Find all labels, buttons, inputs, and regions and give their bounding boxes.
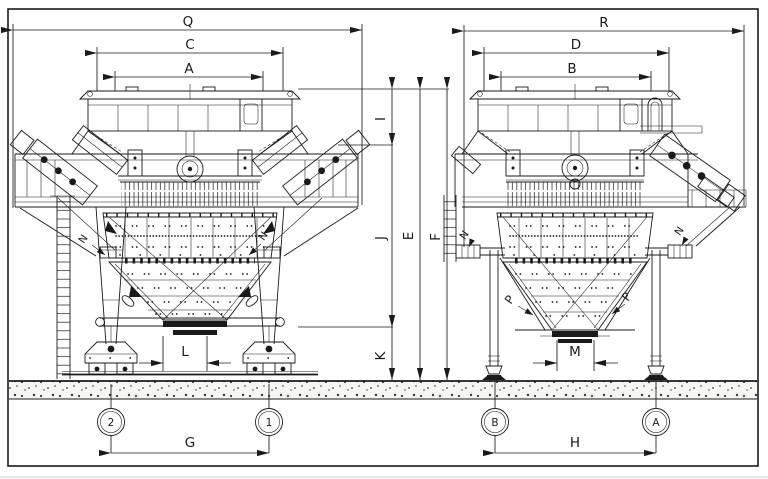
axis-markers: 2 1 B A [97, 408, 670, 436]
dim-label-K: K [373, 350, 389, 360]
dim-label-R: R [599, 15, 608, 31]
dim-label-H: H [570, 435, 580, 451]
dim-label-Q: Q [183, 14, 194, 30]
dim-label-E: E [401, 232, 417, 241]
boom-assembly-side [450, 125, 747, 247]
mid-hopper-box-side [496, 212, 654, 259]
dim-label-C: C [185, 37, 194, 53]
rail-bogie-left [84, 326, 138, 375]
dimension-lines: Q C A R D B I J K E F [1, 14, 745, 457]
dim-label-I: I [373, 117, 389, 121]
lower-funnel [105, 216, 275, 321]
upper-hopper-box-side [477, 97, 673, 132]
dim-label-B: B [567, 61, 576, 77]
access-ladder [50, 195, 75, 379]
support-legs-front [95, 206, 285, 345]
upper-hopper-slopes-side [461, 130, 689, 155]
dim-label-L: L [181, 344, 189, 360]
rail-marker-2: 2 [108, 417, 115, 429]
side-ladder [443, 195, 457, 262]
dim-label-G: G [185, 435, 195, 451]
upper-hopper-box [87, 98, 293, 132]
dim-label-J: J [373, 236, 389, 241]
machinery-platform [14, 153, 359, 208]
right-boom-assembly [251, 125, 371, 206]
outrigger-stubs [455, 244, 693, 259]
dust-curtain [120, 181, 260, 206]
support-marker-A: A [652, 417, 660, 429]
front-view-machine: N N [9, 84, 371, 379]
dust-curtain-side [506, 181, 644, 206]
left-boom-assembly [9, 125, 129, 206]
lower-funnel-side [502, 216, 648, 343]
jack-legs [482, 250, 668, 380]
dim-label-D: D [571, 37, 581, 53]
dim-label-A: A [184, 61, 194, 77]
rail-bogie-right [242, 326, 296, 375]
support-marker-B: B [491, 417, 498, 429]
dim-label-M: M [569, 344, 581, 360]
dim-label-F: F [428, 233, 444, 241]
rail-marker-1: 1 [266, 417, 273, 429]
